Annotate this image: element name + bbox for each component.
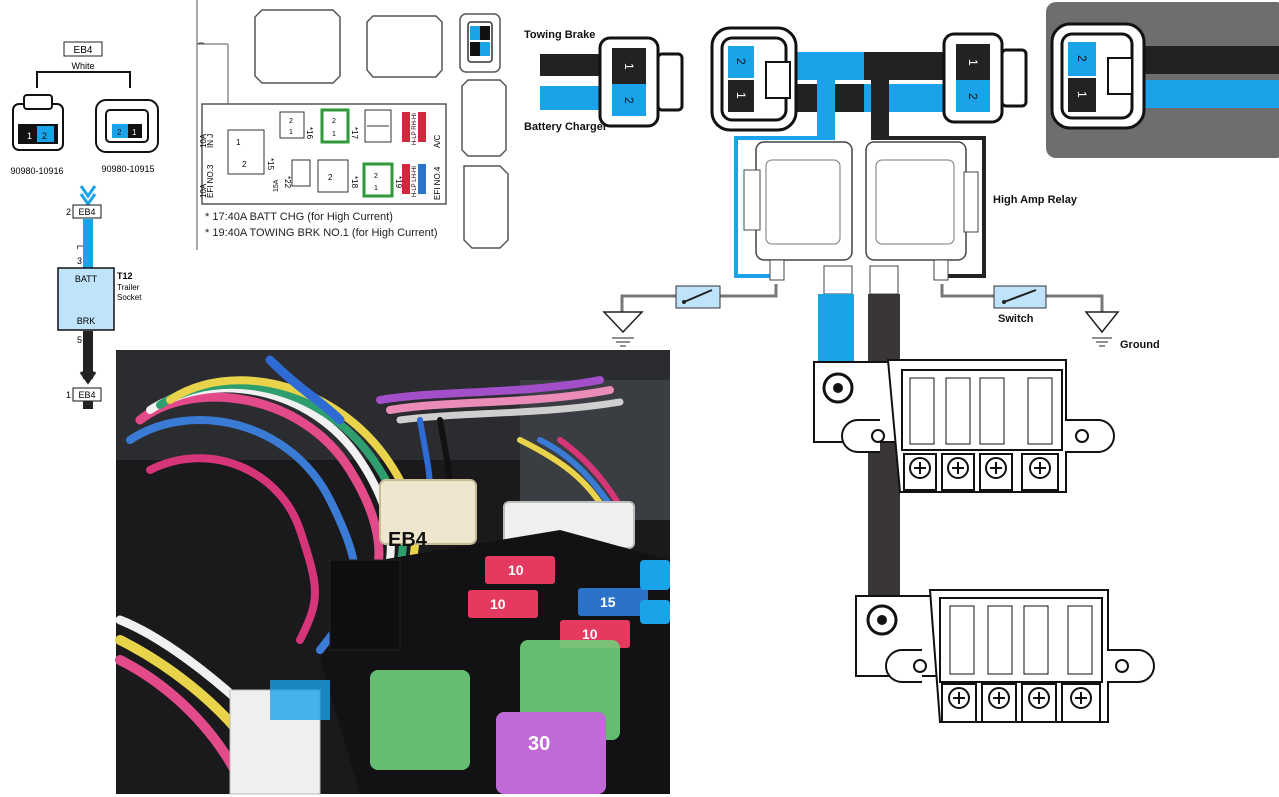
marker-18: *18 <box>350 176 359 189</box>
fuse-right-bottom-label: EFI NO.4 <box>433 166 442 200</box>
fuse-block-top <box>813 359 1115 493</box>
socket-pin-out: 5 <box>77 335 82 345</box>
label-switch: Switch <box>998 313 1034 325</box>
plug-left-icon: 1 2 <box>12 94 64 151</box>
socket-pin-batt: BATT <box>75 274 98 284</box>
mid-fuse-amp: 15A <box>273 179 280 192</box>
trailer-socket <box>57 267 115 331</box>
wire-color-code: L <box>75 245 84 250</box>
relay-diagram: Towing Brake Battery Charger 1 2 2 <box>524 2 1279 723</box>
marker-22: *22 <box>283 176 292 189</box>
fuse-val-1: 10 <box>508 562 524 578</box>
fuse19-pin: 2 <box>374 173 378 180</box>
mid-fuse-pin: 2 <box>328 173 333 182</box>
ground-right-icon <box>1084 311 1120 334</box>
part-number-right: 90980-10915 <box>101 164 154 174</box>
label-high-amp-relay: High Amp Relay <box>993 194 1078 206</box>
label-ground: Ground <box>1120 339 1160 351</box>
c1-pin1: 1 <box>622 63 636 70</box>
fuse17-pin: 2 <box>332 118 336 125</box>
socket-pin-in: 3 <box>77 256 82 266</box>
wire-black-end <box>83 401 93 409</box>
c2-pin1: 1 <box>734 92 748 99</box>
fuse-block-bottom <box>855 589 1155 723</box>
note-19: * 19:40A TOWING BRK NO.1 (for High Curre… <box>205 227 438 239</box>
connector-id-box <box>63 41 103 57</box>
relay-pin-2: 2 <box>242 160 247 169</box>
c4-pin2: 2 <box>1075 55 1089 62</box>
wire-connector-top-label: EB4 <box>78 207 95 217</box>
part-number-left: 90980-10916 <box>10 166 63 176</box>
arrow-down-icon <box>79 371 97 385</box>
wire-connector-top <box>72 204 102 219</box>
plug-left-pin1: 1 <box>27 131 32 141</box>
marker-15: *15 <box>266 158 275 171</box>
fuse16-pin: 2 <box>289 118 293 125</box>
plug-right-pin1: 1 <box>132 128 137 137</box>
fuse-left-bottom-amp: 10A <box>199 183 208 198</box>
wire-towing <box>540 54 610 76</box>
plug-left-pin2: 2 <box>42 131 47 141</box>
plug-right-pin2: 2 <box>117 128 122 137</box>
wire-pin-top: 2 <box>66 207 71 217</box>
relay-pin-1: 1 <box>236 138 241 147</box>
fuse-right-bottom-name: H-LP LH-HI <box>412 166 418 197</box>
connector-id: EB4 <box>74 45 93 56</box>
label-towing-brake: Towing Brake <box>524 29 595 41</box>
socket-subtitle-1: Trailer <box>117 283 140 292</box>
arrow-down-icon <box>79 193 97 207</box>
fuse-val-2: 10 <box>490 596 506 612</box>
relay-left <box>743 141 853 295</box>
c2-pin2: 2 <box>734 58 748 65</box>
wire-connector-bottom-label: EB4 <box>78 390 95 400</box>
fuse-val-30: 30 <box>528 733 550 755</box>
plug-right-icon: 2 1 <box>95 99 159 153</box>
connector-bracket <box>36 71 131 88</box>
ground-left-icon <box>602 311 644 334</box>
fuse-val-4: 10 <box>582 626 598 642</box>
fuse16-pin-b: 1 <box>289 129 293 136</box>
engine-bay-photo: EB4 10 10 15 10 30 <box>115 350 670 795</box>
arrow-down-icon <box>79 185 97 199</box>
fuse-right-top-label: A/C <box>433 134 442 148</box>
photo-eb4-label: EB4 <box>388 529 428 551</box>
socket-subtitle-2: Socket <box>117 293 142 302</box>
fuse-19-green <box>362 162 394 198</box>
marker-16: *16 <box>305 127 314 140</box>
marker-17: *17 <box>350 127 359 140</box>
plug-connector-4-icon: 2 1 <box>1050 22 1146 130</box>
c3-pin1: 1 <box>966 59 980 66</box>
fuse19-pin-b: 1 <box>374 185 378 192</box>
fuse-left-top-label: IN J <box>206 134 215 148</box>
relay-right <box>865 141 979 295</box>
note-17: * 17:40A BATT CHG (for High Current) <box>205 211 393 223</box>
marker-19: *19 <box>394 176 403 189</box>
wire-battery <box>540 86 610 110</box>
fuse-17-green <box>320 108 350 144</box>
c4-pin1: 1 <box>1075 91 1089 98</box>
label-battery-charger: Battery Charger <box>524 121 608 133</box>
wire-black <box>83 331 93 379</box>
connector-diagram: EB4 White 1 2 90980-10916 2 1 90980-1091… <box>10 41 159 409</box>
fuse-val-3: 15 <box>600 594 616 610</box>
wire-pin-bottom: 1 <box>66 390 71 400</box>
plug-connector-3-icon: 1 2 <box>942 32 1028 124</box>
connector-color: White <box>71 61 94 71</box>
socket-pin-brk: BRK <box>77 316 96 326</box>
fuse-left-bottom-label: EFI NO.3 <box>206 164 215 198</box>
fuse-block-diagram: IN J 10A EFI NO.3 10A 1 2 *15 2 1 *16 2 … <box>196 0 509 250</box>
wire-blue <box>83 219 93 269</box>
socket-title: T12 <box>117 271 133 281</box>
fuse-left-top-amp: 10A <box>199 133 208 148</box>
eb4-connector <box>379 479 477 545</box>
c1-pin2: 2 <box>622 97 636 104</box>
plug-connector-2-icon: 2 1 <box>710 26 798 132</box>
fuse-right-top-name: H-LP RH-HI <box>412 113 418 145</box>
fuse17-pin-b: 1 <box>332 131 336 138</box>
c3-pin2: 2 <box>966 93 980 100</box>
plug-connector-1-icon: 1 2 <box>598 36 684 128</box>
